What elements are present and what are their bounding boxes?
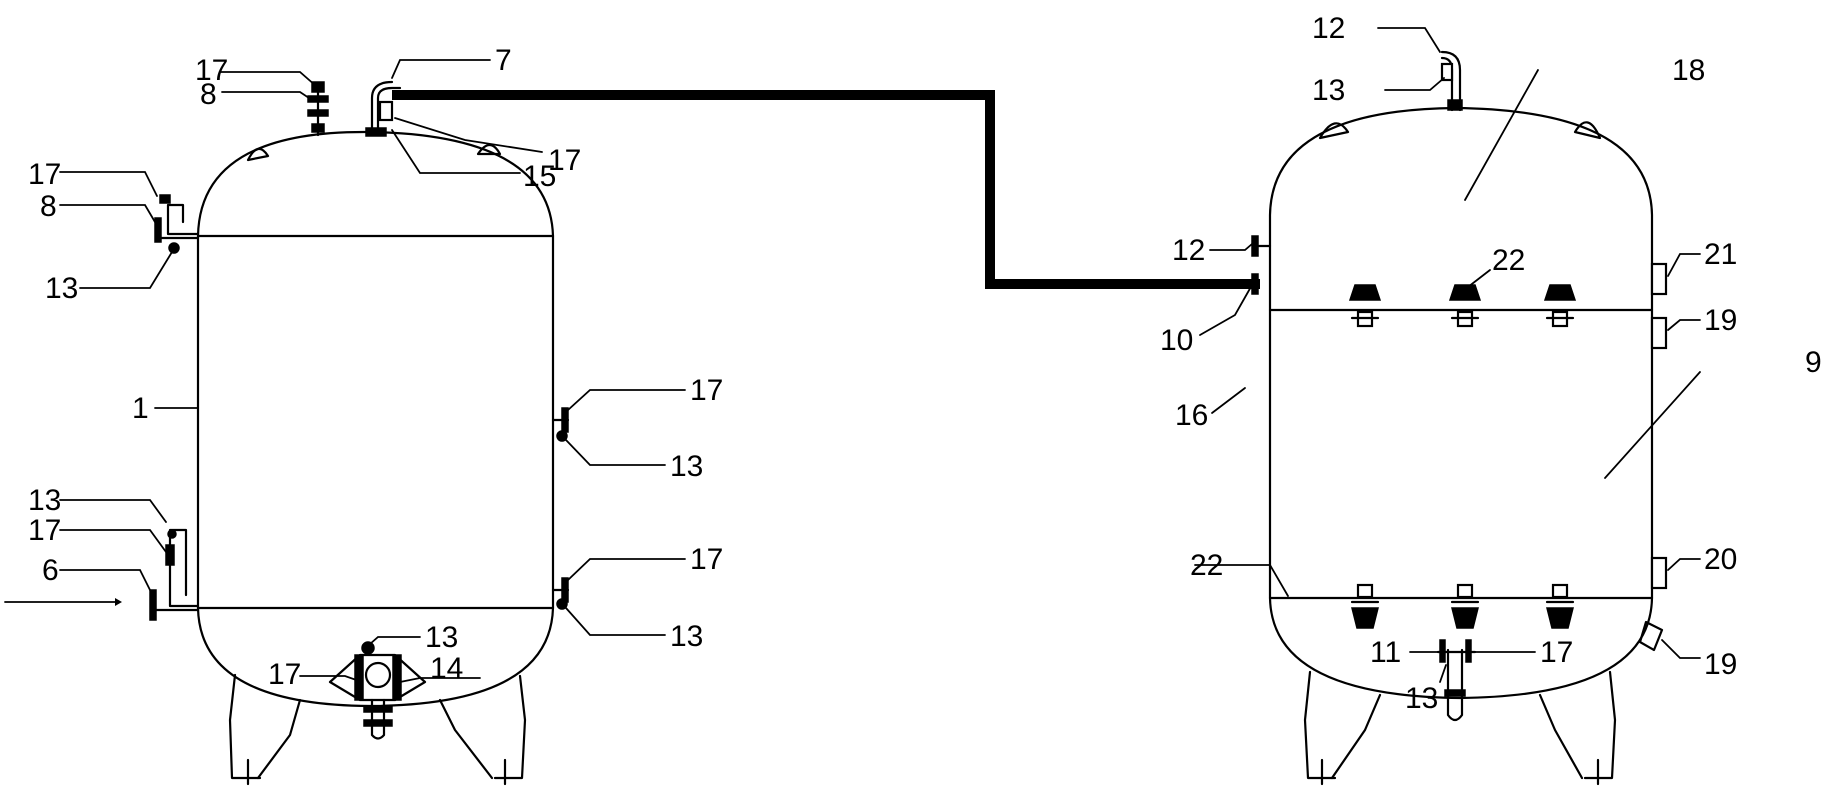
left-side-low-nozzle xyxy=(149,528,200,621)
connecting-pipe xyxy=(392,90,1260,289)
label-7: 7 xyxy=(495,44,512,77)
label-19-bottom: 19 xyxy=(1704,648,1737,681)
label-17-bottom-right: 17 xyxy=(1540,636,1573,669)
right-top-vent xyxy=(1440,50,1463,112)
label-15: 15 xyxy=(523,160,556,193)
left-legs xyxy=(228,673,527,786)
label-11: 11 xyxy=(1370,636,1401,669)
label-17-top-right: 17 xyxy=(548,144,581,177)
label-9: 9 xyxy=(1805,346,1822,379)
lower-filter-caps xyxy=(1350,583,1575,629)
left-leaders xyxy=(59,59,686,683)
inlet-arrow xyxy=(4,598,122,606)
upper-filter-caps xyxy=(1348,284,1577,328)
label-1-vessel: 1 xyxy=(132,392,149,425)
right-side-left-nozzles xyxy=(1251,235,1272,295)
left-lug-2 xyxy=(476,143,502,156)
label-6-inlet: 6 xyxy=(42,554,59,587)
left-vessel-shell xyxy=(196,130,555,708)
label-20: 20 xyxy=(1704,543,1737,576)
label-13-top: 13 xyxy=(1312,74,1345,107)
label-12-side: 12 xyxy=(1172,234,1205,267)
label-13-bottom: 13 xyxy=(425,621,458,654)
label-13-side-top: 13 xyxy=(45,272,78,305)
right-side-right-nozzles xyxy=(1638,262,1668,652)
label-17-right-lower: 17 xyxy=(690,543,723,576)
label-8-top-left: 8 xyxy=(200,78,217,111)
label-13-side-low: 13 xyxy=(28,484,61,517)
right-leaders xyxy=(1194,27,1701,683)
left-right-lower-nozzle xyxy=(551,577,570,610)
label-19-side: 19 xyxy=(1704,304,1737,337)
label-18: 18 xyxy=(1672,54,1705,87)
left-top-outlet xyxy=(365,80,402,137)
label-8-side-top: 8 xyxy=(40,190,57,223)
label-17-side-low: 17 xyxy=(28,514,61,547)
right-lug-2 xyxy=(1573,121,1602,140)
label-12-top: 12 xyxy=(1312,12,1345,45)
label-16: 16 xyxy=(1175,399,1208,432)
label-22-plate: 22 xyxy=(1190,549,1223,582)
left-side-top-nozzle xyxy=(154,194,200,254)
right-legs xyxy=(1303,670,1617,786)
left-top-nozzle xyxy=(307,81,329,137)
label-21: 21 xyxy=(1704,238,1737,271)
label-10-side: 10 xyxy=(1160,324,1193,357)
left-vessel: 17 8 7 17 15 17 8 13 1 13 17 6 17 13 17 … xyxy=(4,44,723,786)
label-13-bottom-right: 13 xyxy=(1405,682,1438,715)
left-right-upper-nozzle xyxy=(551,407,570,442)
label-17-bottom: 17 xyxy=(268,658,301,691)
right-vessel: 12 13 18 12 10 22 21 19 9 16 22 20 11 17… xyxy=(1160,12,1822,786)
label-22-filter: 22 xyxy=(1492,244,1525,277)
left-lug-1 xyxy=(246,147,270,162)
right-lug-1 xyxy=(1318,122,1350,140)
label-14-bottom: 14 xyxy=(430,652,463,685)
right-bottom-outlet xyxy=(1436,639,1477,722)
label-17-right-upper: 17 xyxy=(690,374,723,407)
label-17-top-left: 17 xyxy=(195,54,228,87)
label-13-right-lower: 13 xyxy=(670,620,703,653)
label-13-right-upper: 13 xyxy=(670,450,703,483)
label-17-side-top: 17 xyxy=(28,158,61,191)
left-bottom-valve xyxy=(328,641,427,740)
